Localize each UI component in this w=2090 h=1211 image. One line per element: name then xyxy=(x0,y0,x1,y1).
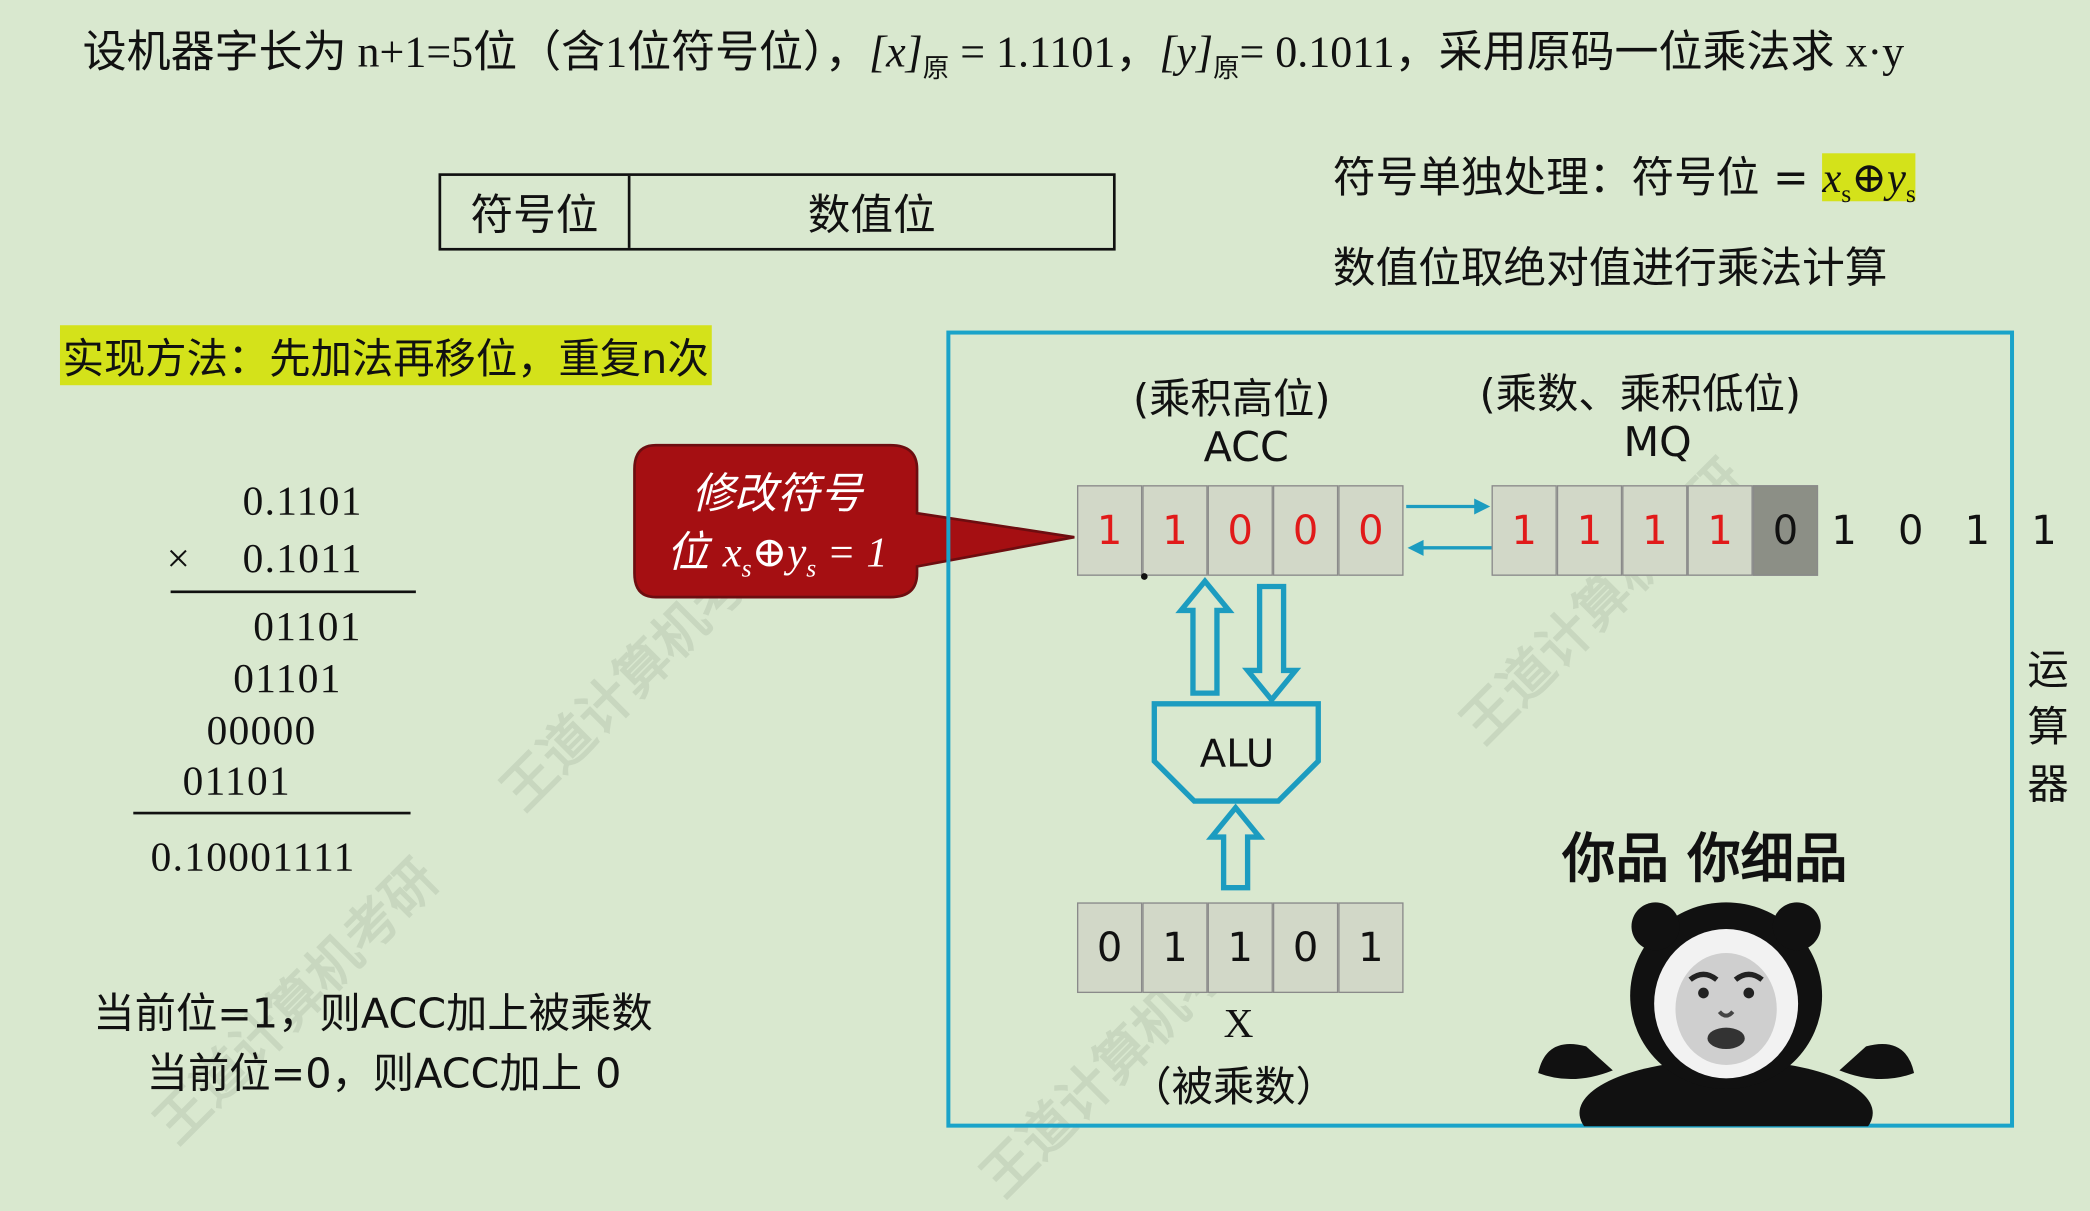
rule-line xyxy=(170,590,416,594)
acc-bit: 0 xyxy=(1272,485,1339,576)
x-value: = 1.1101， xyxy=(949,29,1160,78)
shifted-bit: 1 xyxy=(1964,507,1991,554)
callout-x: x xyxy=(722,527,742,576)
side-label-char: 算 xyxy=(2027,703,2069,752)
mq-bit: 1 xyxy=(1491,485,1557,576)
shifted-bit: 1 xyxy=(1831,507,1857,554)
formula-x: x xyxy=(1822,153,1842,202)
callout-x-sub: s xyxy=(741,555,752,584)
mq-name: MQ xyxy=(1623,418,1692,467)
sign-formula: xs⊕ys xyxy=(1822,153,1916,208)
x-register-name: X xyxy=(1223,999,1254,1047)
rule-zero: 当前位=0，则ACC加上 0 xyxy=(146,1050,622,1099)
mq-bit-current: 0 xyxy=(1752,485,1819,576)
partial-product: 01101 xyxy=(233,654,342,702)
formula-y: y xyxy=(1886,153,1906,202)
mq-bit: 1 xyxy=(1687,485,1753,576)
callout-xor: ⊕ xyxy=(751,527,788,576)
partial-product: 01101 xyxy=(182,757,292,804)
rule-one: 当前位=1，则ACC加上被乘数 xyxy=(93,990,653,1039)
x-bit: 0 xyxy=(1272,902,1339,994)
y-value: = 0.1011， xyxy=(1239,29,1439,78)
side-label-char: 运 xyxy=(2027,646,2069,695)
format-box: 符号位 数值位 xyxy=(438,173,1116,251)
mq-caption: (乘数、乘积低位) xyxy=(1479,370,1802,419)
acc-caption: (乘积高位) xyxy=(1132,375,1331,424)
x-bit: 1 xyxy=(1207,902,1273,994)
formula-y-sub: s xyxy=(1905,180,1916,209)
times-sign: × xyxy=(166,534,192,582)
x-label: [x] xyxy=(869,29,923,78)
meme-caption: 你品 你细品 xyxy=(1562,829,1848,891)
x-bit: 1 xyxy=(1142,902,1208,994)
partial-product: 01101 xyxy=(253,602,362,650)
slide: 王道计算机考研 王道计算机考研 王道计算机考研 王道计算机考研 设机器字长为 n… xyxy=(59,16,2069,1210)
acc-bit: 1 xyxy=(1142,485,1208,576)
side-label: 运 算 器 xyxy=(2027,642,2068,814)
alu-shape xyxy=(1151,701,1321,804)
mq-to-acc-arrow xyxy=(1407,539,1492,556)
multiplicand: 0.1101 xyxy=(242,477,363,524)
callout-text: 修改符号 位 xs⊕ys = 1 xyxy=(637,464,917,599)
formula-xor: ⊕ xyxy=(1851,153,1887,202)
partial-product: 00000 xyxy=(206,706,317,754)
method-note: 实现方法：先加法再移位，重复n次 xyxy=(59,325,712,386)
callout-equals: = 1 xyxy=(816,527,888,576)
alu-panel xyxy=(946,330,2015,1128)
y-sub: 原 xyxy=(1213,54,1240,84)
x-to-alu-arrow xyxy=(1205,803,1266,891)
title-prefix: 设机器字长为 n+1=5位（含1位符号位）， xyxy=(82,29,870,78)
acc-to-alu-arrow xyxy=(1241,583,1302,704)
alu-to-acc-arrow xyxy=(1175,576,1235,696)
shifted-bit: 0 xyxy=(1898,507,1924,554)
acc-bit: 0 xyxy=(1207,485,1273,576)
callout-prefix: 位 xyxy=(666,526,723,578)
y-label: [y] xyxy=(1159,29,1214,78)
problem-statement: 设机器字长为 n+1=5位（含1位符号位），[x]原 = 1.1101，[y]原… xyxy=(83,16,1904,85)
value-field: 数值位 xyxy=(807,189,936,240)
callout-y: y xyxy=(787,527,807,576)
x-register-caption: （被乘数） xyxy=(1130,1063,1337,1112)
acc-name: ACC xyxy=(1203,423,1289,472)
mq-bit: 1 xyxy=(1622,485,1688,576)
sign-note: 符号单独处理：符号位 = xs⊕ys xyxy=(1333,144,1916,210)
side-label-char: 器 xyxy=(2027,761,2069,810)
panda-meme-image xyxy=(1538,902,1915,1127)
abs-note: 数值位取绝对值进行乘法计算 xyxy=(1332,242,1888,294)
callout-formula: xs⊕ys = 1 xyxy=(722,527,888,583)
acc-bit: 1 xyxy=(1076,485,1143,576)
x-sub: 原 xyxy=(922,54,950,84)
x-bit: 1 xyxy=(1338,902,1404,994)
formula-x-sub: s xyxy=(1841,180,1852,209)
multiplier: 0.1011 xyxy=(242,534,363,582)
product-result: 0.10001111 xyxy=(150,833,356,880)
sign-field: 符号位 xyxy=(441,175,631,248)
acc-to-mq-arrow xyxy=(1406,498,1491,515)
rule-line xyxy=(133,811,411,815)
callout-line1: 修改符号 xyxy=(691,467,863,519)
shifted-bit: 1 xyxy=(2031,507,2057,554)
mq-bit: 1 xyxy=(1556,485,1623,576)
datapath-arrows xyxy=(1151,498,1492,891)
callout-shape xyxy=(633,443,1075,599)
sign-dot xyxy=(1140,573,1148,580)
acc-bit: 0 xyxy=(1338,485,1404,576)
callout-line2: 位 xs⊕ys = 1 xyxy=(637,523,917,599)
sign-note-prefix: 符号单独处理：符号位 = xyxy=(1332,151,1823,203)
x-bit: 0 xyxy=(1076,902,1143,994)
title-suffix: 采用原码一位乘法求 x·y xyxy=(1438,29,1905,78)
alu-label: ALU xyxy=(1199,730,1275,776)
callout-y-sub: s xyxy=(806,555,817,584)
